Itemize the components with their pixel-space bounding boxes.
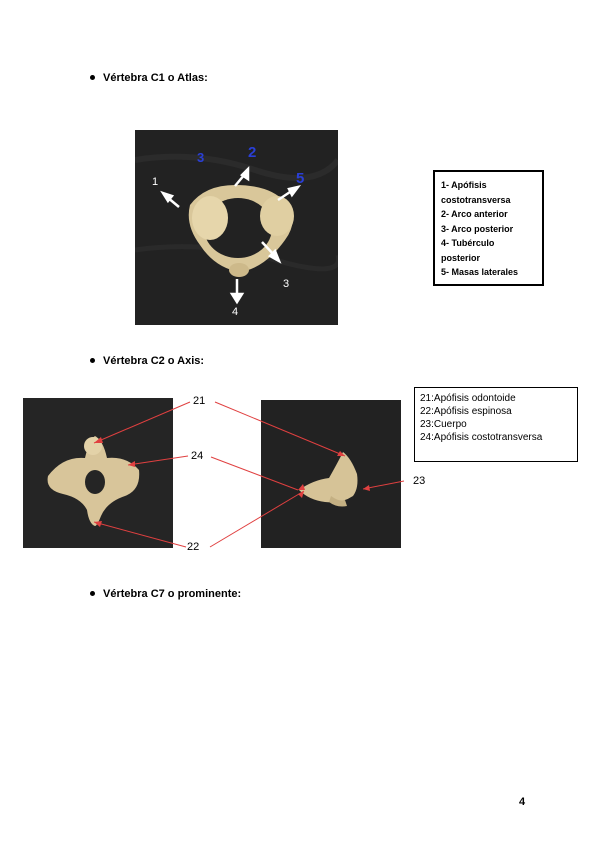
atlas-blue-label-2: 2	[248, 144, 256, 161]
atlas-blue-label-5: 5	[296, 170, 304, 187]
axis-legend-line: 24:Apófisis costotransversa	[420, 431, 572, 444]
atlas-legend-line: 1- Apófisis	[441, 178, 536, 193]
atlas-legend-line: 4- Tubérculo	[441, 236, 536, 251]
bullet-icon	[90, 75, 95, 80]
atlas-legend-line: 5- Masas laterales	[441, 265, 536, 280]
heading-c1: Vértebra C1 o Atlas:	[90, 72, 208, 84]
axis-photo-lateral	[261, 400, 401, 548]
heading-c7-text: Vértebra C7 o prominente:	[103, 588, 241, 600]
atlas-photo: 1 3 4 3 2 5	[135, 130, 338, 325]
axis-callout-21: 21	[193, 395, 205, 407]
axis-superior-bone-illustration	[23, 398, 173, 548]
axis-legend-line: 22:Apófisis espinosa	[420, 405, 572, 418]
atlas-legend: 1- Apófisis costotransversa 2- Arco ante…	[433, 170, 544, 286]
atlas-legend-line: posterior	[441, 251, 536, 266]
axis-callout-23: 23	[413, 475, 425, 487]
axis-callout-24: 24	[191, 450, 203, 462]
axis-photo-superior	[23, 398, 173, 548]
atlas-label-3: 3	[283, 278, 289, 290]
heading-c2: Vértebra C2 o Axis:	[90, 355, 204, 367]
atlas-blue-label-3: 3	[197, 150, 204, 165]
axis-legend: 21:Apófisis odontoide 22:Apófisis espino…	[414, 387, 578, 462]
heading-c2-text: Vértebra C2 o Axis:	[103, 355, 204, 367]
axis-callout-22: 22	[187, 541, 199, 553]
axis-legend-line: 21:Apófisis odontoide	[420, 392, 572, 405]
atlas-legend-line: costotransversa	[441, 193, 536, 208]
axis-legend-line: 23:Cuerpo	[420, 418, 572, 431]
atlas-legend-line: 3- Arco posterior	[441, 222, 536, 237]
atlas-label-1: 1	[152, 176, 158, 188]
page-number: 4	[519, 796, 525, 808]
axis-lateral-bone-illustration	[261, 400, 401, 548]
bullet-icon	[90, 358, 95, 363]
heading-c1-text: Vértebra C1 o Atlas:	[103, 72, 208, 84]
heading-c7: Vértebra C7 o prominente:	[90, 588, 241, 600]
atlas-legend-line: 2- Arco anterior	[441, 207, 536, 222]
atlas-label-4: 4	[232, 306, 238, 318]
bullet-icon	[90, 591, 95, 596]
atlas-bone-illustration	[135, 130, 338, 325]
